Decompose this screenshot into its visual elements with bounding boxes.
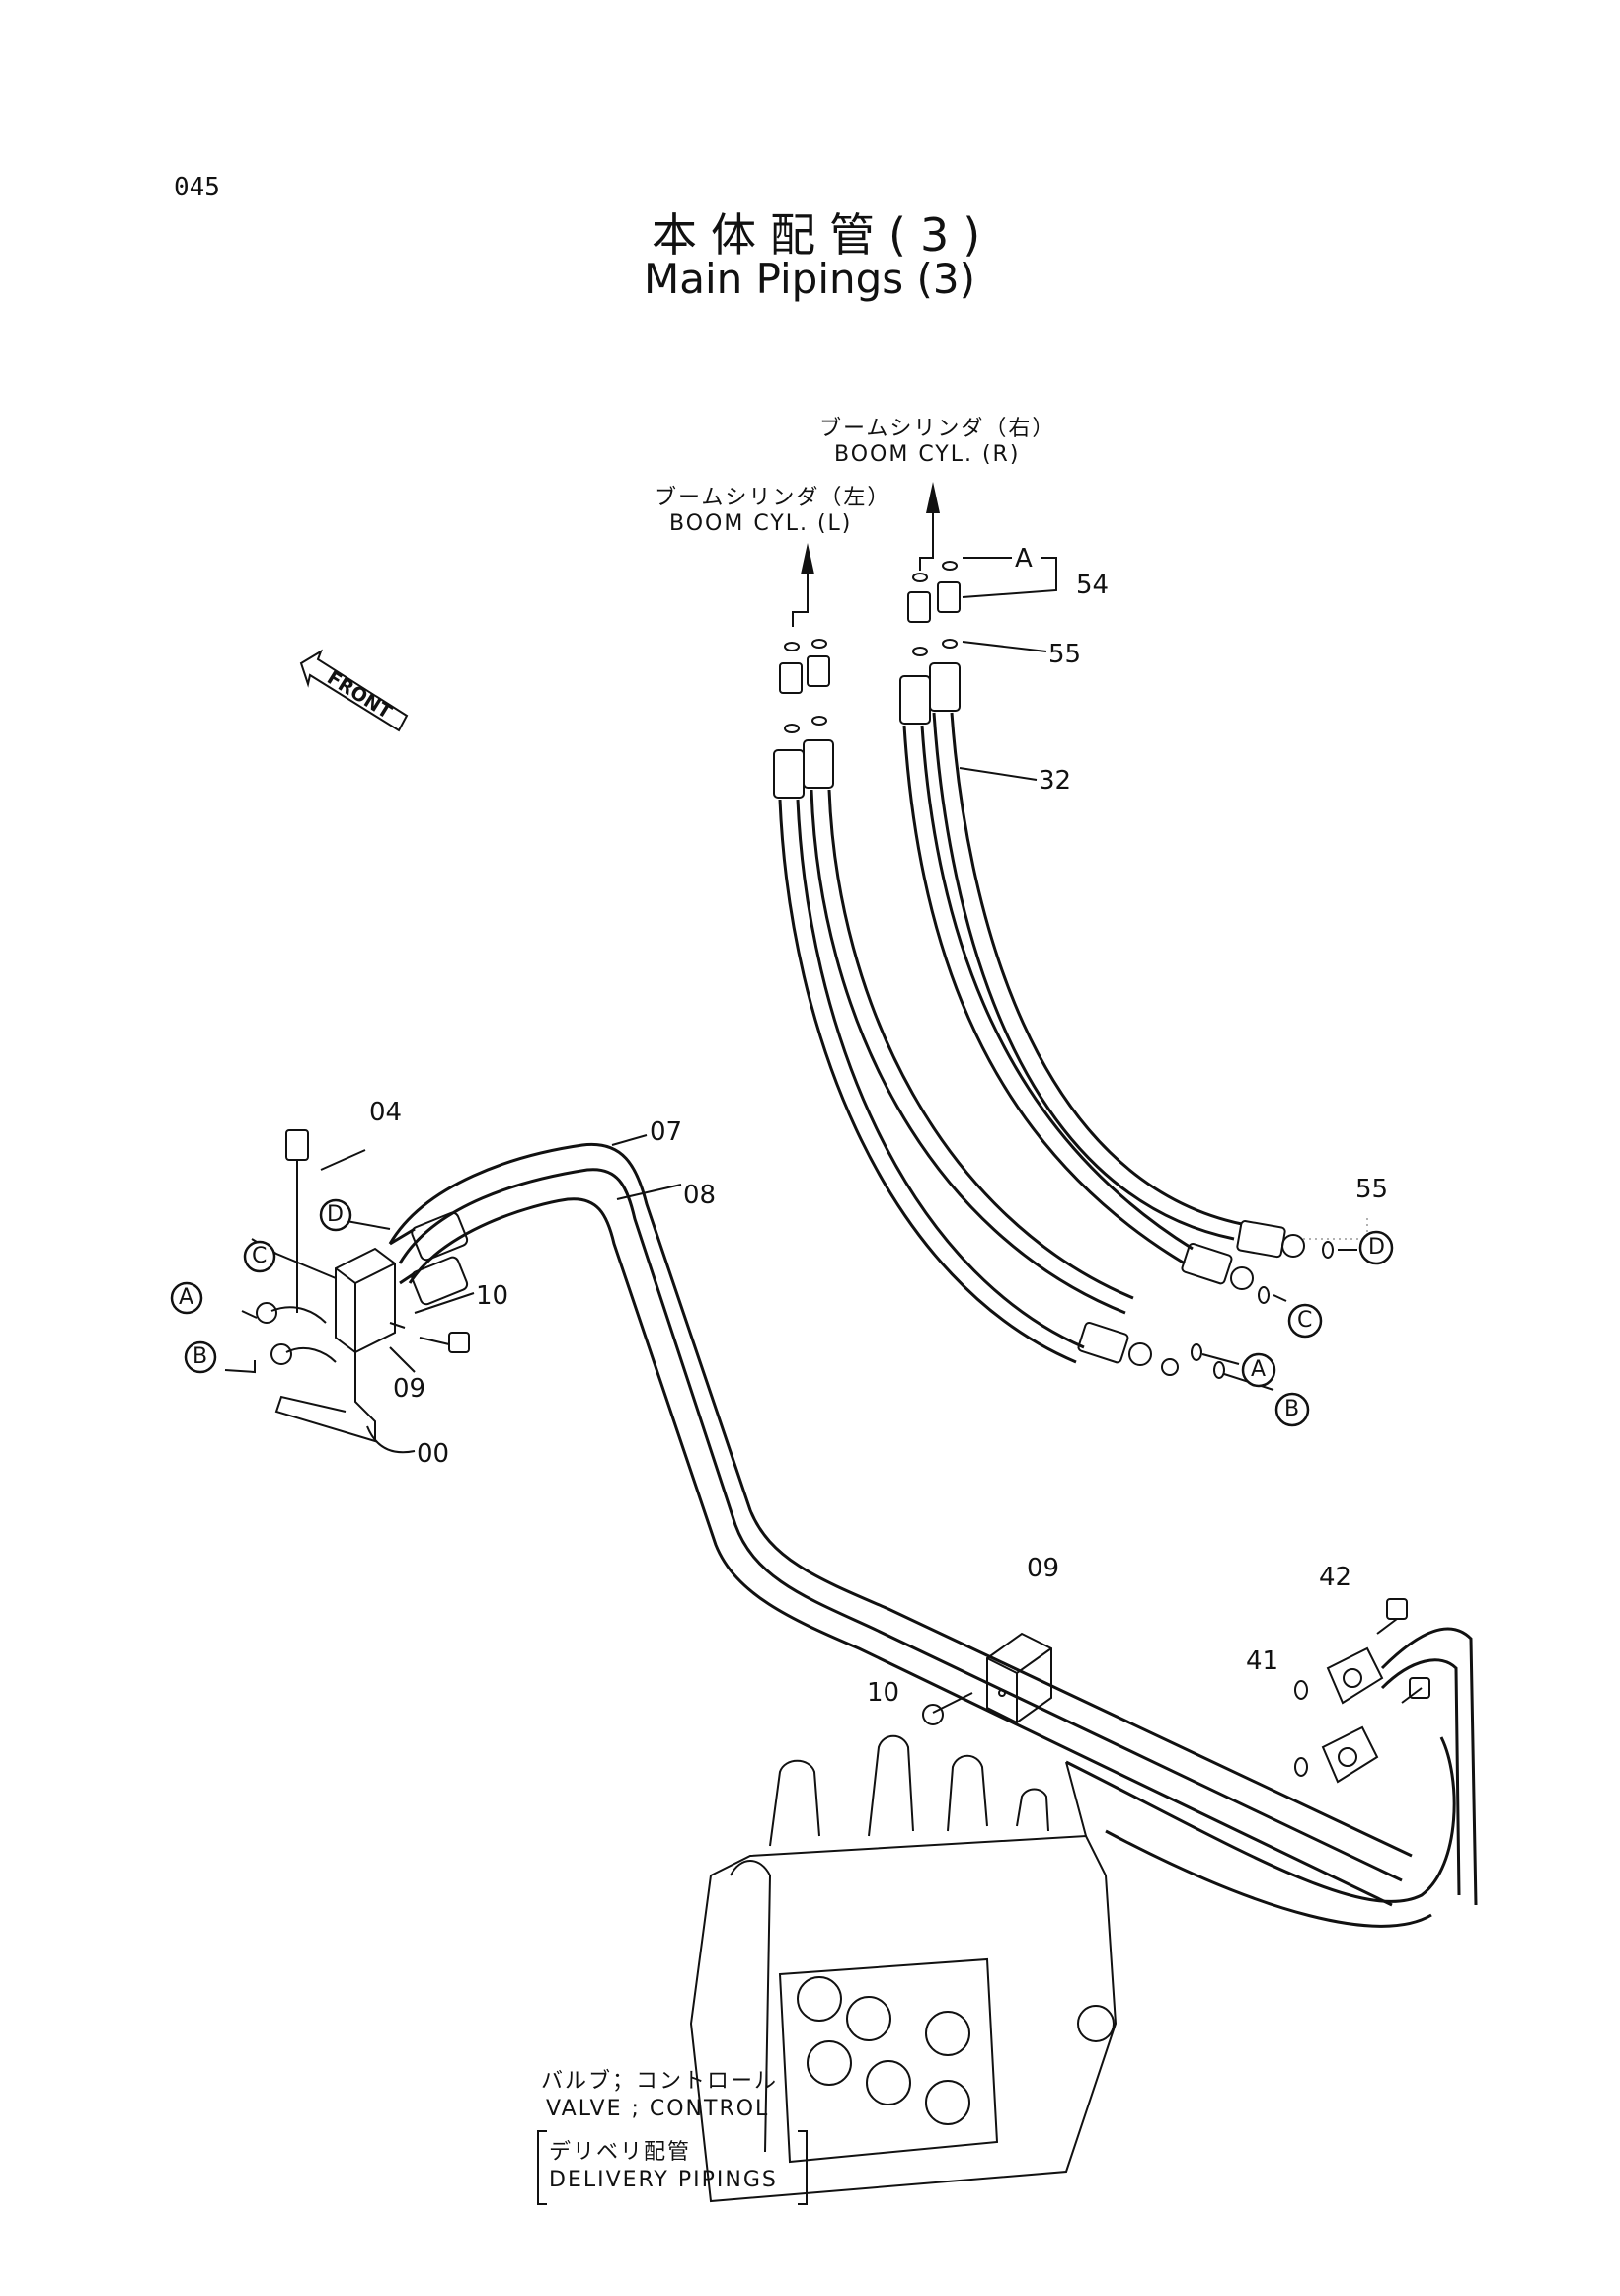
circle-tag-left-a [170, 1281, 203, 1319]
part-04: 04 [369, 1098, 403, 1127]
circle-tag-right-b-label: B [1284, 1397, 1300, 1421]
part-55-top: 55 [1048, 640, 1082, 669]
part-07: 07 [650, 1117, 683, 1147]
part-00: 00 [417, 1439, 450, 1469]
hoses [778, 712, 1243, 1364]
circle-tag-left-c-label: C [252, 1244, 268, 1268]
circle-tag-right-d [1358, 1230, 1394, 1269]
front-arrow-icon: FRONT [299, 649, 409, 732]
delivery-label-en: DELIVERY PIPINGS [549, 2168, 778, 2192]
circle-tag-right-a [1241, 1352, 1276, 1392]
control-valve [689, 1734, 1118, 2203]
valve-label-en: VALVE ; CONTROL [546, 2097, 770, 2121]
delivery-label-jp: デリベリ配管 [549, 2140, 692, 2165]
circle-tag-left-b [184, 1340, 217, 1378]
circle-tag-left-d-label: D [327, 1202, 344, 1227]
circle-tag-right-b [1274, 1392, 1310, 1431]
part-09-left: 09 [393, 1374, 426, 1404]
part-54: 54 [1076, 571, 1110, 600]
hose-end-fittings [1077, 1220, 1334, 1379]
part-10-mid: 10 [867, 1678, 900, 1708]
fittings-r [899, 561, 961, 725]
page-title-en: Main Pipings (3) [644, 255, 976, 303]
part-42: 42 [1319, 1563, 1352, 1592]
boom-cyl-r-arrow-icon [919, 482, 940, 571]
circle-tag-right-a-label: A [1251, 1357, 1267, 1382]
circle-tag-left-b-label: B [193, 1344, 208, 1369]
tag-a: A [1015, 544, 1033, 574]
part-09-mid: 09 [1027, 1554, 1060, 1583]
pipe-clamp [986, 1632, 1052, 1724]
part-41: 41 [1246, 1646, 1279, 1676]
boom-cyl-l-arrow-icon [792, 543, 814, 627]
fittings-l [773, 639, 834, 799]
boom-cyl-l-en: BOOM CYL. (L) [669, 511, 853, 536]
circle-tag-left-a-label: A [179, 1285, 194, 1310]
leader-lines-upper [959, 557, 1368, 1391]
valve-label-jp: バルブ；コントロール [541, 2069, 779, 2094]
boom-cyl-l-jp: ブームシリンダ（左） [655, 486, 891, 510]
delivery-bracket-left [537, 2130, 547, 2205]
main-pipes [388, 1142, 1478, 1928]
flanges [1294, 1598, 1430, 1784]
part-55-right: 55 [1355, 1175, 1389, 1204]
boom-cyl-r-jp: ブームシリンダ（右） [819, 417, 1056, 441]
circle-tag-left-c [243, 1240, 276, 1277]
delivery-bracket-right [798, 2130, 808, 2205]
front-arrow-label: FRONT [323, 667, 395, 724]
bolt-icon [922, 1692, 973, 1725]
circle-tag-left-d [319, 1198, 352, 1236]
page-number: 045 [174, 173, 220, 202]
boom-cyl-r-en: BOOM CYL. (R) [834, 442, 1021, 467]
circle-tag-right-c-label: C [1297, 1308, 1313, 1333]
part-08: 08 [683, 1181, 717, 1210]
manifold-block [224, 1129, 682, 1454]
circle-tag-right-d-label: D [1368, 1235, 1385, 1260]
page-title-jp: 本体配管(3) [652, 208, 995, 262]
part-32: 32 [1039, 766, 1072, 796]
circle-tag-right-c [1287, 1303, 1323, 1342]
part-10-left: 10 [476, 1281, 509, 1311]
